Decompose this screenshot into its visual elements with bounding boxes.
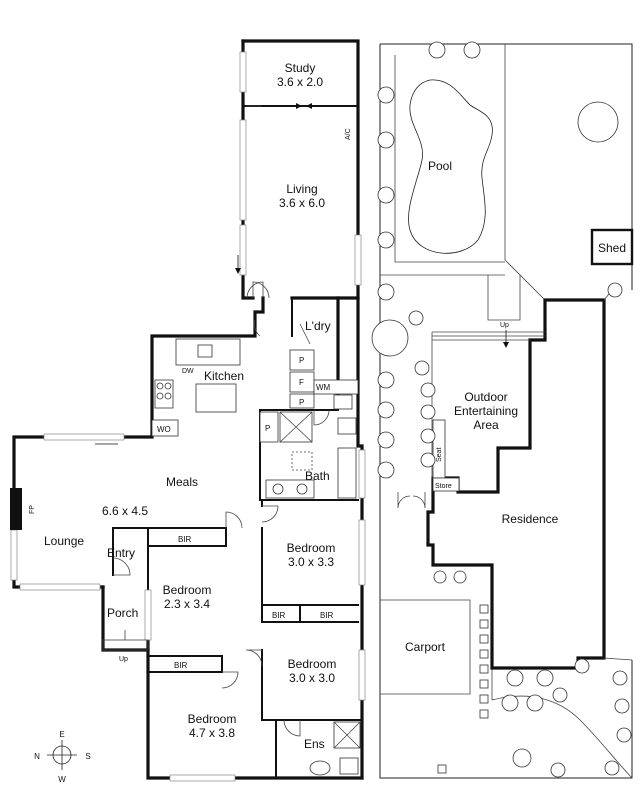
fp-label: FP [29, 505, 36, 514]
store-label: Store [435, 483, 452, 490]
seat-label: Seat [436, 448, 443, 462]
pavers [437, 604, 489, 774]
outdoor-up-label: Up [500, 322, 509, 329]
site-labels: Pool Shed Outdoor Entertaining Area Seat… [405, 159, 626, 654]
dw-label: DW [182, 368, 194, 375]
bedroom3-name: Bedroom [288, 657, 337, 671]
wm-label: WM [316, 383, 331, 392]
bedroom1-size: 3.0 x 3.3 [288, 555, 334, 569]
pool-shape [408, 79, 493, 254]
fireplace [10, 488, 22, 530]
compass-w: W [58, 775, 66, 784]
windows [10, 51, 366, 782]
bedroom4-size: 4.7 x 3.8 [189, 726, 235, 740]
bir-label-4: BIR [174, 661, 188, 670]
meals-name: Meals [166, 475, 198, 489]
bedroom1-name: Bedroom [287, 541, 336, 555]
fixture-labels: A/C DW WO WM FP P F P P BIR BIR BIR BIR … [29, 128, 352, 670]
bedroom3-size: 3.0 x 3.0 [289, 671, 335, 685]
kitchen-fixtures [151, 323, 359, 437]
compass: E N S W [34, 730, 91, 784]
porch-name: Porch [107, 606, 138, 620]
entry-name: Entry [107, 546, 135, 560]
carport-label: Carport [405, 640, 446, 654]
laundry-name: L'dry [305, 319, 331, 333]
trees [371, 41, 632, 778]
outdoor-area-lines [397, 275, 633, 779]
ensuite-fixtures [309, 721, 361, 776]
living-size: 3.6 x 6.0 [279, 196, 325, 210]
porch-up-label: Up [119, 656, 128, 663]
bath-name: Bath [305, 469, 330, 483]
kitchen-name: Kitchen [204, 369, 244, 383]
fridge-label: F [299, 378, 304, 387]
outdoor-label-line2: Entertaining [454, 404, 518, 418]
ensuite-name: Ens [304, 737, 325, 751]
pantry-label-2: P [299, 398, 304, 407]
bedroom4-name: Bedroom [188, 712, 237, 726]
sliding-door-arrows [95, 103, 312, 445]
study-size: 3.6 x 2.0 [277, 75, 323, 89]
shed-label: Shed [598, 241, 626, 255]
compass-s: S [85, 752, 90, 761]
compass-e: E [59, 730, 64, 739]
bath-fixtures [259, 411, 357, 499]
bir-label-3: BIR [320, 611, 334, 620]
porch-steps [102, 630, 149, 651]
pool-label: Pool [428, 159, 452, 173]
shed [590, 228, 634, 266]
ac-label: A/C [345, 128, 352, 140]
pantry-label-1: P [299, 356, 304, 365]
living-name: Living [286, 182, 317, 196]
outdoor-label-line3: Area [473, 418, 499, 432]
study-name: Study [285, 61, 316, 75]
doors [112, 105, 330, 737]
residence-label: Residence [502, 512, 559, 526]
room-labels: Study 3.6 x 2.0 Living 3.6 x 6.0 L'dry K… [44, 61, 336, 751]
wo-label: WO [157, 425, 171, 434]
outdoor-label-line1: Outdoor [464, 390, 507, 404]
bir-label-1: BIR [178, 535, 192, 544]
meals-size: 6.6 x 4.5 [102, 504, 148, 518]
bir-label-2: BIR [272, 611, 286, 620]
pantry-label-3: P [265, 424, 270, 433]
lounge-name: Lounge [44, 534, 84, 548]
bedroom2-size: 2.3 x 3.4 [164, 597, 210, 611]
compass-n: N [34, 752, 40, 761]
bedroom2-name: Bedroom [163, 583, 212, 597]
